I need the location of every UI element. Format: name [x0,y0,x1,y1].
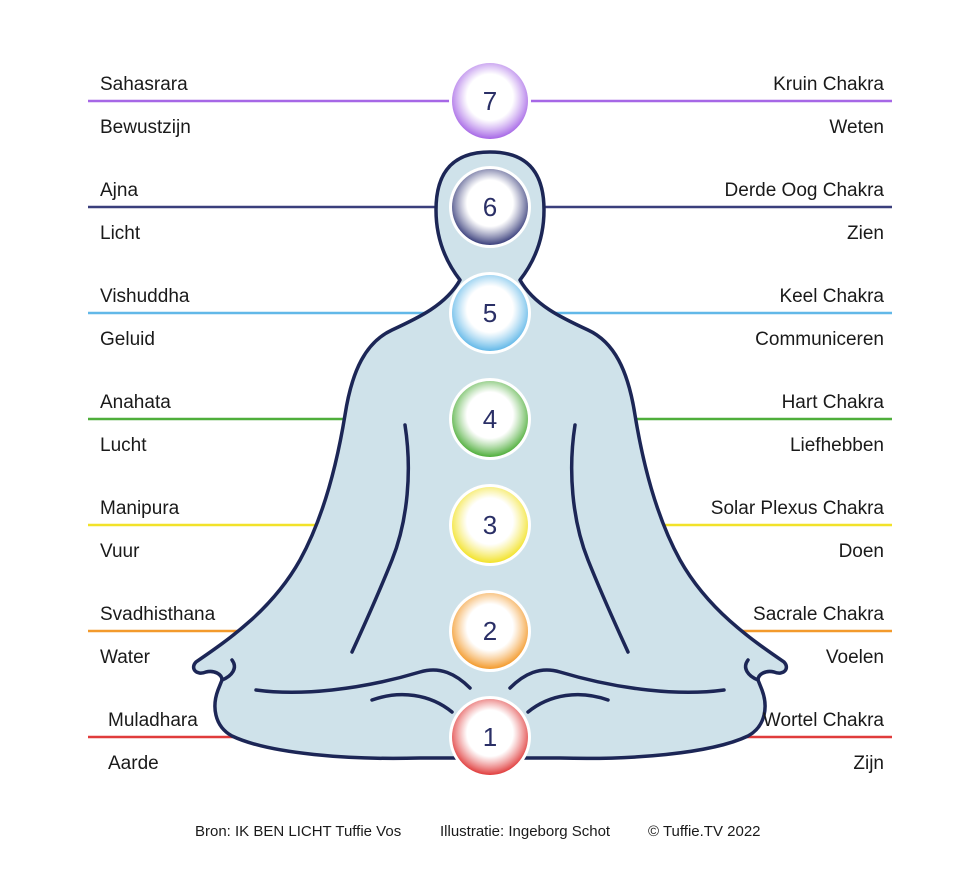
chakra-number-3: 3 [483,510,497,540]
chakra-name-3: Solar Plexus Chakra [710,498,884,519]
right-foot-line [526,692,610,714]
chakra-meaning-5: Communiceren [755,329,884,350]
footer-illustration: Illustratie: Ingeborg Schot [440,823,611,840]
chakra-number-7: 7 [483,86,497,116]
chakra-meaning-3: Doen [838,541,884,562]
footer-copyright: © Tuffie.TV 2022 [648,823,761,840]
sanskrit-name-4: Anahata [100,392,171,413]
right-arm-line [569,423,630,654]
chakra-circle-7: 7 [449,60,531,142]
element-name-6: Licht [100,223,141,244]
chakra-number-5: 5 [483,298,497,328]
chakra-number-1: 1 [483,722,497,752]
left-hand-line [220,658,237,682]
chakra-meaning-2: Voelen [825,647,884,668]
left-arm-line [350,423,411,654]
footer-source: Bron: IK BEN LICHT Tuffie Vos [195,823,402,840]
element-name-5: Geluid [100,329,155,350]
left-foot-line [370,692,454,714]
sanskrit-name-3: Manipura [100,498,180,519]
chakra-name-4: Hart Chakra [781,392,884,413]
element-name-1: Aarde [108,753,159,774]
chakra-name-6: Derde Oog Chakra [724,180,884,201]
element-name-7: Bewustzijn [100,117,191,138]
right-hand-line [743,658,760,682]
left-leg-line [254,668,472,694]
chakra-number-6: 6 [483,192,497,222]
sanskrit-name-7: Sahasrara [100,74,188,95]
chakra-circle-3: 3 [449,484,531,566]
chakra-meaning-4: Liefhebben [789,435,884,456]
chakra-circle-4: 4 [449,378,531,460]
chakra-name-7: Kruin Chakra [773,74,884,95]
chakra-name-2: Sacrale Chakra [753,604,884,625]
element-name-3: Vuur [100,541,140,562]
sanskrit-name-1: Muladhara [108,710,198,731]
sanskrit-name-6: Ajna [100,180,139,201]
chakra-meaning-1: Zijn [853,753,884,774]
chakra-number-4: 4 [483,404,497,434]
chakra-name-5: Keel Chakra [779,286,884,307]
chakra-name-1: Wortel Chakra [762,710,884,731]
sanskrit-name-2: Svadhisthana [100,604,216,625]
chakra-meaning-6: Zien [847,223,884,244]
element-name-2: Water [100,647,150,668]
chakra-circle-2: 2 [449,590,531,672]
chakra-meaning-7: Weten [829,117,884,138]
chakra-number-2: 2 [483,616,497,646]
chakra-circle-1: 1 [449,696,531,778]
element-name-4: Lucht [100,435,147,456]
right-leg-line [508,668,726,694]
chakra-circle-6: 6 [449,166,531,248]
sanskrit-name-5: Vishuddha [100,286,190,307]
chakra-circle-5: 5 [449,272,531,354]
